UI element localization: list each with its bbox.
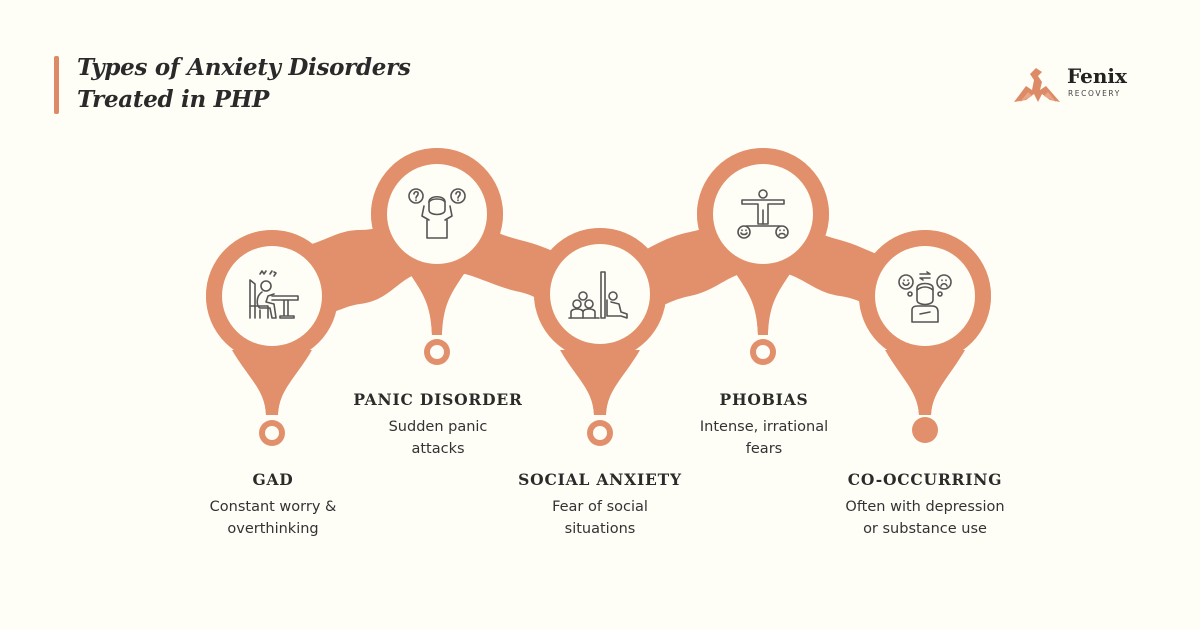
person-holding-head-question-marks-icon <box>408 188 466 239</box>
isolated-person-behind-wall-icon <box>568 271 628 319</box>
item-gad: GAD Constant worry &overthinking <box>163 470 383 540</box>
page-title: Types of Anxiety Disorders Treated in PH… <box>77 52 411 116</box>
item-title: CO-OCCURRING <box>847 470 1003 489</box>
title-line-1: Types of Anxiety Disorders <box>77 54 411 81</box>
social-circle <box>550 244 650 344</box>
item-title: GAD <box>252 470 294 489</box>
item-description: Constant worry &overthinking <box>209 499 337 537</box>
person-balancing-emotions-icon <box>737 189 789 239</box>
title-accent-bar <box>54 56 59 114</box>
logo-name: Fenix <box>1067 64 1127 88</box>
title-line-2: Treated in PHP <box>77 86 270 113</box>
item-title: PHOBIAS <box>719 390 809 409</box>
phoenix-icon <box>1014 68 1060 102</box>
co-occurring-circle <box>875 246 975 346</box>
item-title: PANIC DISORDER <box>353 390 523 409</box>
item-title: SOCIAL ANXIETY <box>518 470 682 489</box>
stressed-person-at-desk-icon <box>249 270 299 319</box>
person-mood-swings-icon <box>898 271 952 323</box>
logo-subtitle: RECOVERY <box>1068 89 1121 98</box>
brand-logo: Fenix RECOVERY <box>1012 64 1142 106</box>
